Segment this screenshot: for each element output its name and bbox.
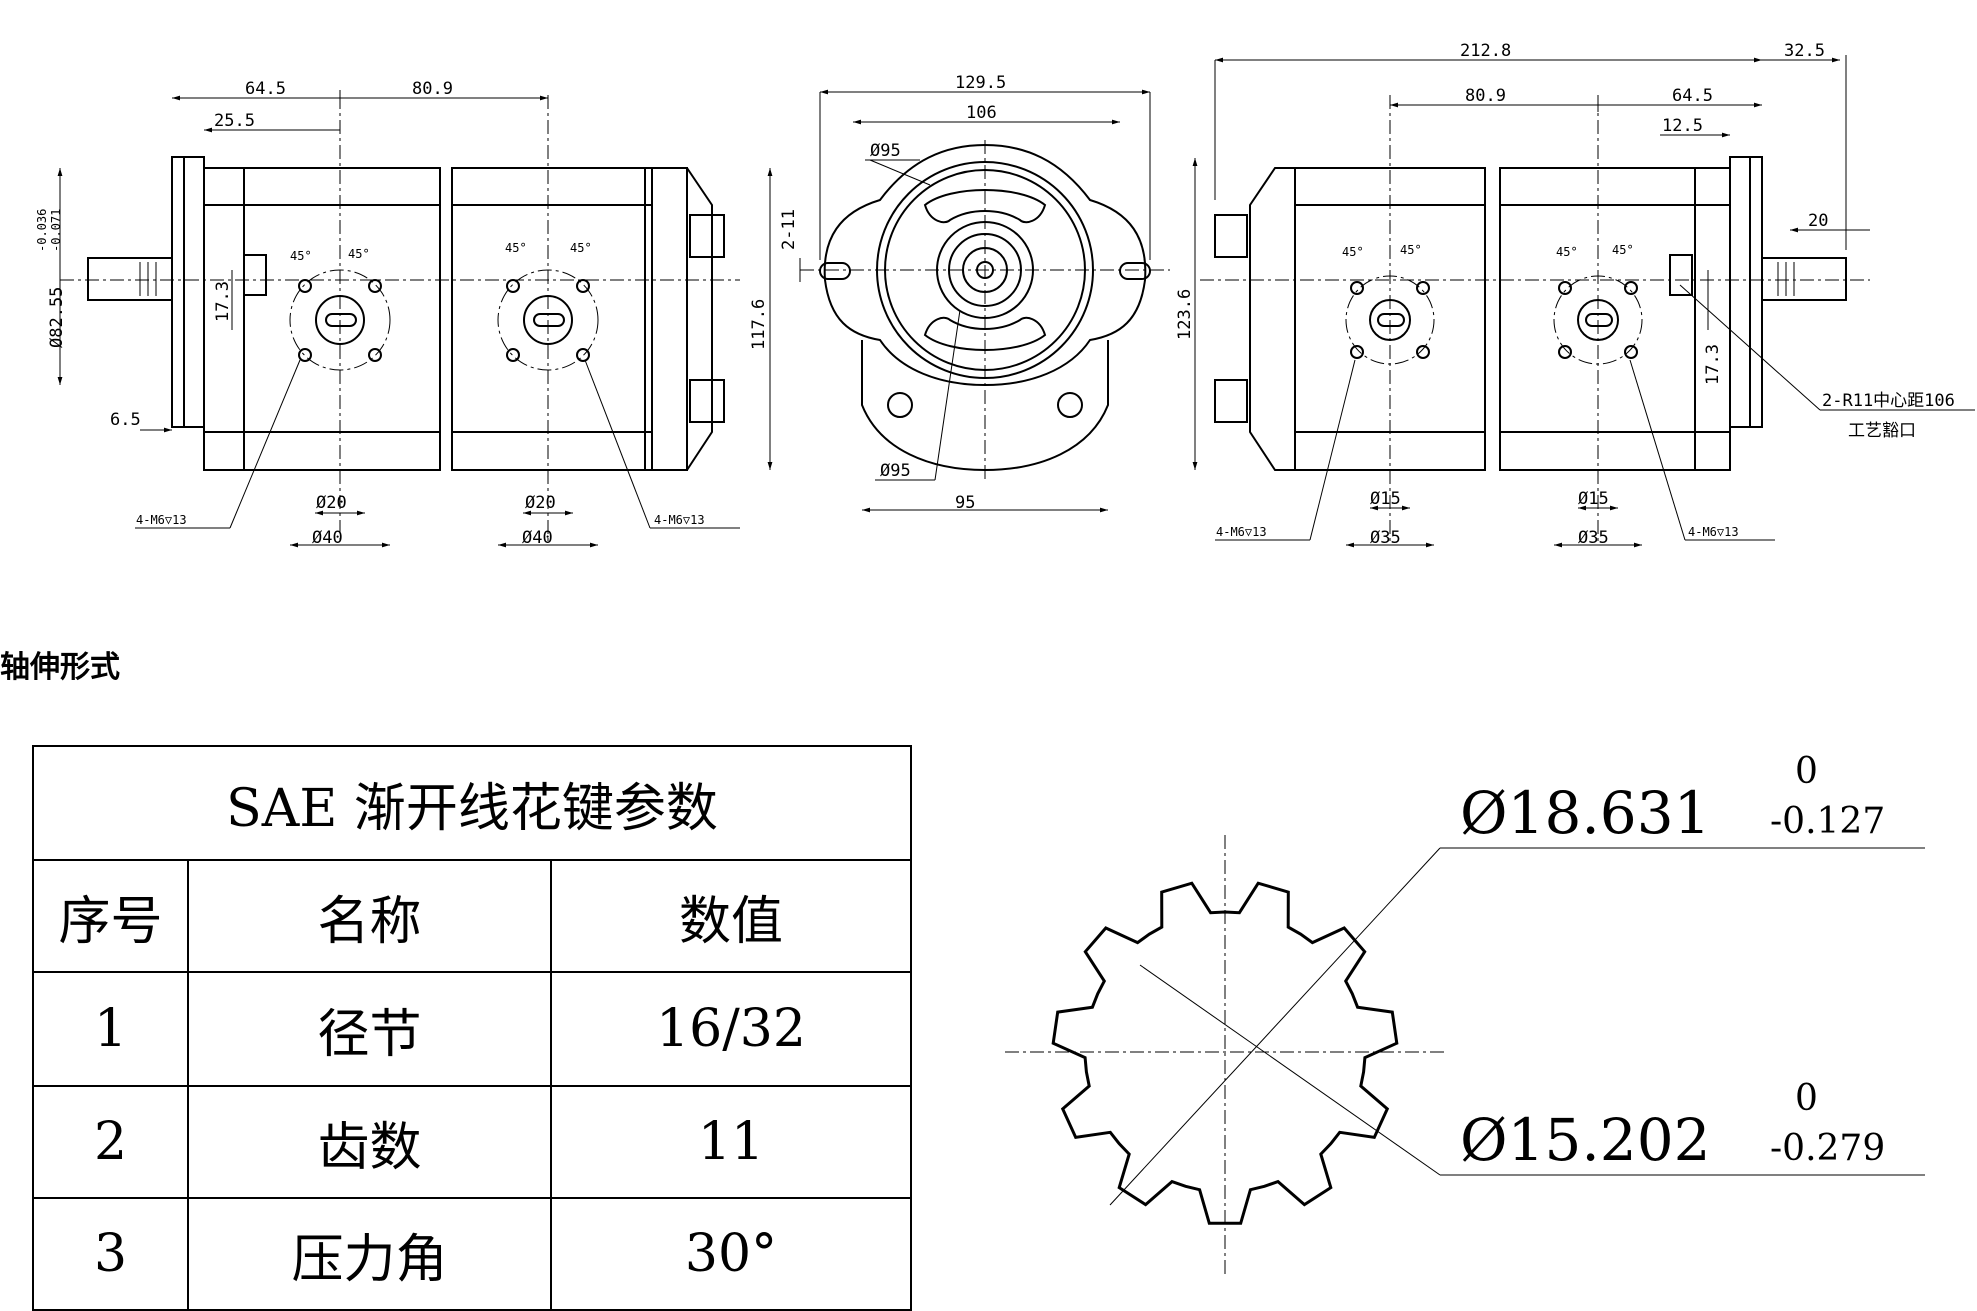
header-value: 数值	[550, 859, 912, 973]
angle-45-r2: 45°	[1400, 243, 1422, 257]
row-value: 16/32	[550, 971, 912, 1087]
table-row: 3 压力角 30°	[32, 1197, 912, 1311]
header-no: 序号	[32, 859, 189, 973]
dim-port-dia-35-1: Ø35	[1370, 528, 1401, 548]
dim-port-dia-40-1: Ø40	[312, 528, 343, 548]
angle-45-4: 45°	[570, 241, 592, 255]
dim-95: 95	[955, 493, 975, 513]
dim-17-3: 17.3	[213, 281, 233, 322]
dim-20: 20	[1808, 211, 1828, 231]
header-name: 名称	[187, 859, 552, 973]
dim-80-9-right: 80.9	[1465, 86, 1506, 106]
shaft-extension-heading: 轴伸形式	[0, 650, 120, 685]
left-flange	[171, 156, 205, 428]
dim-64-5-right: 64.5	[1672, 86, 1713, 106]
dim-32-5: 32.5	[1784, 41, 1825, 61]
note-process-notch: 工艺豁口	[1848, 421, 1916, 441]
thread-callout-left-2: 4-M6▽13	[654, 513, 705, 527]
row-name: 压力角	[187, 1197, 552, 1311]
angle-45-1: 45°	[290, 249, 312, 263]
table-title: SAE 渐开线花键参数	[32, 745, 912, 861]
dim-129-5: 129.5	[955, 73, 1006, 93]
front-flange-outline	[823, 143, 1147, 387]
dim-flange-dia-95: Ø95	[870, 141, 901, 161]
dim-pilot-dia-95: Ø95	[880, 461, 911, 481]
right-end-cover	[1249, 167, 1296, 471]
dim-port-dia-35-2: Ø35	[1578, 528, 1609, 548]
left-shaft	[87, 257, 173, 301]
angle-45-r3: 45°	[1556, 245, 1578, 259]
angle-45-3: 45°	[505, 241, 527, 255]
dim-port-dia-20-2: Ø20	[525, 493, 556, 513]
spline-root-tol-upper: 0	[1795, 1078, 1818, 1119]
dim-117-6: 117.6	[749, 299, 769, 350]
note-notch-center-distance: 2-R11中心距106	[1822, 391, 1955, 411]
dim-shaft-tol-upper: -0.036	[35, 209, 49, 252]
front-view: 129.5 106 Ø95 2-11 123.6 Ø95 95	[779, 73, 1198, 513]
dim-80-9: 80.9	[412, 79, 453, 99]
thread-callout-right-2: 4-M6▽13	[1688, 525, 1739, 539]
row-value: 30°	[550, 1197, 912, 1311]
spline-parameter-table: SAE 渐开线花键参数 序号 名称 数值 1 径节 16/32 2 齿数 11 …	[32, 745, 912, 1311]
dim-port-dia-15-1: Ø15	[1370, 489, 1401, 509]
row-no: 3	[32, 1197, 189, 1311]
left-body-section-2	[451, 167, 653, 471]
angle-45-r4: 45°	[1612, 243, 1634, 257]
thread-callout-left-1: 4-M6▽13	[136, 513, 187, 527]
right-shaft	[1761, 257, 1847, 301]
dim-shaft-dia: Ø82.55	[47, 287, 67, 348]
table-row: 2 齿数 11	[32, 1085, 912, 1199]
row-no: 1	[32, 971, 189, 1087]
dim-port-dia-15-2: Ø15	[1578, 489, 1609, 509]
spline-root-diameter: Ø15.202	[1460, 1106, 1711, 1174]
right-flange	[1729, 156, 1763, 428]
dim-212-8: 212.8	[1460, 41, 1511, 61]
dim-shaft-tol-lower: -0.071	[49, 209, 63, 252]
dim-17-3-right: 17.3	[1703, 344, 1723, 385]
row-name: 齿数	[187, 1085, 552, 1199]
dim-2-11: 2-11	[779, 209, 799, 250]
dim-123-6: 123.6	[1175, 289, 1195, 340]
right-side-view: 212.8 32.5 80.9 64.5 12.5 20 17.3 45° 45…	[1200, 41, 1975, 548]
angle-45-2: 45°	[348, 247, 370, 261]
spline-root-tol-lower: -0.279	[1770, 1128, 1885, 1169]
spline-outer-tol-lower: -0.127	[1770, 801, 1885, 842]
dim-6-5: 6.5	[110, 410, 141, 430]
row-name: 径节	[187, 971, 552, 1087]
dim-port-dia-20-1: Ø20	[316, 493, 347, 513]
angle-45-r1: 45°	[1342, 245, 1364, 259]
left-end-cover	[644, 167, 688, 471]
spline-outer-diameter: Ø18.631	[1460, 779, 1711, 847]
left-body-section-1	[203, 167, 441, 471]
dim-port-dia-40-2: Ø40	[522, 528, 553, 548]
dim-64-5: 64.5	[245, 79, 286, 99]
dim-106: 106	[966, 103, 997, 123]
table-row: 1 径节 16/32	[32, 971, 912, 1087]
dim-25-5: 25.5	[214, 111, 255, 131]
spline-outer-tol-upper: 0	[1795, 751, 1818, 792]
dim-12-5: 12.5	[1662, 116, 1703, 136]
left-side-view: 64.5 80.9 25.5 17.3 6.5 117.6 Ø82.55 -0.…	[35, 79, 773, 548]
row-value: 11	[550, 1085, 912, 1199]
thread-callout-right-1: 4-M6▽13	[1216, 525, 1267, 539]
row-no: 2	[32, 1085, 189, 1199]
spline-section-detail: Ø18.631 0 -0.127 Ø15.202 0 -0.279	[1005, 751, 1925, 1275]
